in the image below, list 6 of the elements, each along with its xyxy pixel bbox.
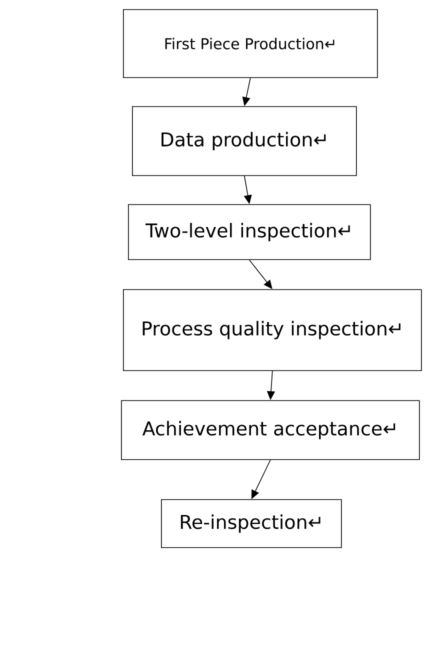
- process-box: Achievement acceptance↵: [121, 400, 420, 460]
- process-box: Re-inspection↵: [161, 499, 342, 548]
- process-box: Process quality inspection↵: [123, 289, 422, 371]
- process-box: Two-level inspection↵: [128, 204, 371, 260]
- process-box: Data production↵: [132, 106, 357, 176]
- process-box: First Piece Production↵: [123, 9, 378, 78]
